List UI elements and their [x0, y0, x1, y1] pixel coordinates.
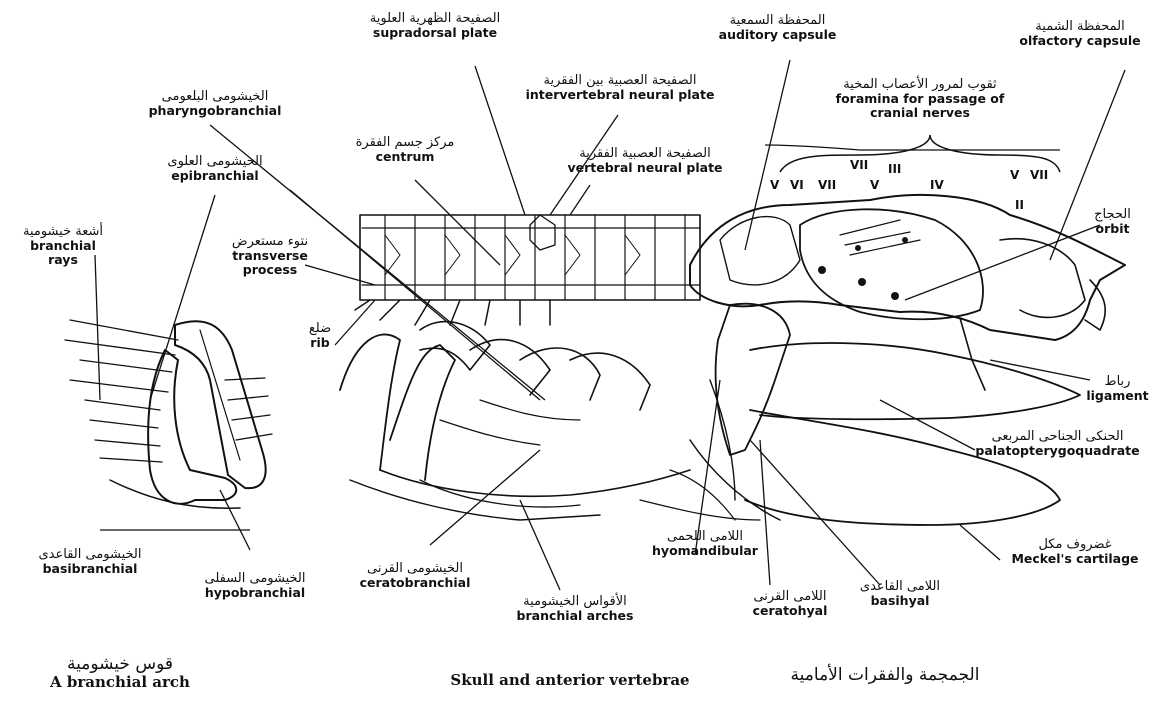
label-meckels-cartilage: غضروف مكل Meckel's cartilage: [995, 538, 1155, 566]
label-hypobranchial: الخيشومى السفلى hypobranchial: [190, 572, 320, 600]
label-branchial-rays-ar: أشعة خيشومية: [8, 225, 118, 239]
label-orbit-ar: الحجاج: [1070, 208, 1155, 222]
label-basihyal-en: basihyal: [850, 594, 950, 608]
vertebral-column-drawing: [355, 215, 700, 325]
caption-skull-ar: الجمجمة والفقرات الأمامية: [755, 666, 1015, 685]
label-auditory-ar: المحفظة السمعية: [705, 14, 850, 28]
label-ligament-ar: رباط: [1075, 375, 1160, 389]
label-centrum: مركز جسم الفقرة centrum: [345, 136, 465, 164]
label-basihyal-ar: اللامى القاعدى: [850, 580, 950, 594]
label-epibranchial-en: epibranchial: [145, 169, 285, 183]
label-ligament: رباط ligament: [1075, 375, 1160, 403]
label-intervertebral-neural-plate: الصفيحة العصبية بين الفقرية intervertebr…: [505, 74, 735, 102]
label-vertebral-neural-plate: الصفيحة العصبية الفقرية vertebral neural…: [545, 147, 745, 175]
label-ligament-en: ligament: [1075, 389, 1160, 403]
label-foramina-en1: foramina for passage of: [815, 92, 1025, 106]
label-palatopterygoquadrate: الحنكى الجناحى المربعى palatopterygoquad…: [955, 430, 1160, 458]
label-epibranchial-ar: الخيشومى العلوى: [145, 155, 285, 169]
label-vertebral-neural-en: vertebral neural plate: [545, 161, 745, 175]
label-olfactory-ar: المحفظة الشمية: [1000, 20, 1160, 34]
label-intervertebral-ar: الصفيحة العصبية بين الفقرية: [505, 74, 735, 88]
label-supradorsal-ar: الصفيحة الظهرية العلوية: [335, 12, 535, 26]
label-ceratohyal-en: ceratohyal: [740, 604, 840, 618]
nerve-label-v-3: V: [1010, 168, 1019, 182]
nerve-label-vii-1: VII: [818, 178, 836, 192]
label-foramina-ar: ثقوب لمرور الأعصاب المخية: [815, 78, 1025, 92]
label-transverse-en2: process: [215, 263, 325, 277]
leader-lines: [95, 60, 1125, 590]
caption-right-ar: الجمجمة والفقرات الأمامية: [755, 666, 1015, 685]
label-pharyngobranchial-en: pharyngobranchial: [135, 104, 295, 118]
label-hyomandibular: اللامى اللحمى hyomandibular: [650, 530, 760, 558]
label-ceratohyal-ar: اللامى القرنى: [740, 590, 840, 604]
label-centrum-en: centrum: [345, 150, 465, 164]
label-ceratobranchial-ar: الخيشومى القرنى: [345, 562, 485, 576]
label-olfactory-capsule: المحفظة الشمية olfactory capsule: [1000, 20, 1160, 48]
label-ceratobranchial: الخيشومى القرنى ceratobranchial: [345, 562, 485, 590]
label-hypobranchial-ar: الخيشومى السفلى: [190, 572, 320, 586]
label-ceratobranchial-en: ceratobranchial: [345, 576, 485, 590]
label-rib-en: rib: [285, 336, 355, 350]
label-branchial-arches-en: branchial arches: [500, 609, 650, 623]
label-auditory-capsule: المحفظة السمعية auditory capsule: [705, 14, 850, 42]
label-meckel-en: Meckel's cartilage: [995, 552, 1155, 566]
label-olfactory-en: olfactory capsule: [1000, 34, 1160, 48]
skull-drawing: [690, 195, 1125, 390]
nerve-label-vi: VI: [790, 178, 804, 192]
label-auditory-en: auditory capsule: [705, 28, 850, 42]
label-intervertebral-en: intervertebral neural plate: [505, 88, 735, 102]
label-ceratohyal: اللامى القرنى ceratohyal: [740, 590, 840, 618]
foramina-bracket: [780, 135, 1060, 172]
caption-right-en: Skull and anterior vertebrae: [390, 672, 750, 689]
label-foramina-en2: cranial nerves: [815, 106, 1025, 120]
label-orbit: الحجاج orbit: [1070, 208, 1155, 236]
label-rib-ar: ضلع: [285, 322, 355, 336]
label-hypobranchial-en: hypobranchial: [190, 586, 320, 600]
label-basibranchial-ar: الخيشومى القاعدى: [20, 548, 160, 562]
nerve-label-vii-2: VII: [850, 158, 868, 172]
label-supradorsal-en: supradorsal plate: [335, 26, 535, 40]
nerve-label-v-2: V: [870, 178, 879, 192]
label-basihyal: اللامى القاعدى basihyal: [850, 580, 950, 608]
label-vertebral-neural-ar: الصفيحة العصبية الفقرية: [545, 147, 745, 161]
jaws-drawing: [640, 304, 1080, 525]
label-rib: ضلع rib: [285, 322, 355, 350]
nerve-label-iii: III: [888, 162, 901, 176]
body-branchial-arches-drawing: [340, 322, 690, 520]
label-branchial-arches: الأقواس الخيشومية branchial arches: [500, 595, 650, 623]
label-meckel-ar: غضروف مكل: [995, 538, 1155, 552]
label-transverse-process: نتوء مستعرض transverse process: [215, 235, 325, 277]
label-transverse-ar: نتوء مستعرض: [215, 235, 325, 249]
label-palato-ar: الحنكى الجناحى المربعى: [955, 430, 1160, 444]
label-basibranchial-en: basibranchial: [20, 562, 160, 576]
nerve-label-vii-3: VII: [1030, 168, 1048, 182]
label-branchial-rays: أشعة خيشومية branchial rays: [8, 225, 118, 267]
caption-left-en: A branchial arch: [20, 674, 220, 691]
nerve-label-iv: IV: [930, 178, 944, 192]
label-hyomandibular-en: hyomandibular: [650, 544, 760, 558]
label-epibranchial: الخيشومى العلوى epibranchial: [145, 155, 285, 183]
caption-left-ar: قوس خيشومية: [20, 655, 220, 674]
label-supradorsal-plate: الصفيحة الظهرية العلوية supradorsal plat…: [335, 12, 535, 40]
label-pharyngobranchial: الخيشومى البلعومى pharyngobranchial: [135, 90, 295, 118]
label-orbit-en: orbit: [1070, 222, 1155, 236]
caption-skull-en: Skull and anterior vertebrae: [390, 672, 750, 689]
label-branchial-arches-ar: الأقواس الخيشومية: [500, 595, 650, 609]
caption-branchial-arch: قوس خيشومية A branchial arch: [20, 655, 220, 690]
label-foramina: ثقوب لمرور الأعصاب المخية foramina for p…: [815, 78, 1025, 120]
label-hyomandibular-ar: اللامى اللحمى: [650, 530, 760, 544]
label-transverse-en1: transverse: [215, 249, 325, 263]
label-basibranchial: الخيشومى القاعدى basibranchial: [20, 548, 160, 576]
nerve-label-ii: II: [1015, 198, 1024, 212]
label-pharyngobranchial-ar: الخيشومى البلعومى: [135, 90, 295, 104]
label-palato-en: palatopterygoquadrate: [955, 444, 1160, 458]
label-branchial-rays-en2: rays: [8, 253, 118, 267]
label-centrum-ar: مركز جسم الفقرة: [345, 136, 465, 150]
label-branchial-rays-en1: branchial: [8, 239, 118, 253]
nerve-label-v-1: V: [770, 178, 779, 192]
branchial-arch-drawing: [65, 320, 272, 508]
